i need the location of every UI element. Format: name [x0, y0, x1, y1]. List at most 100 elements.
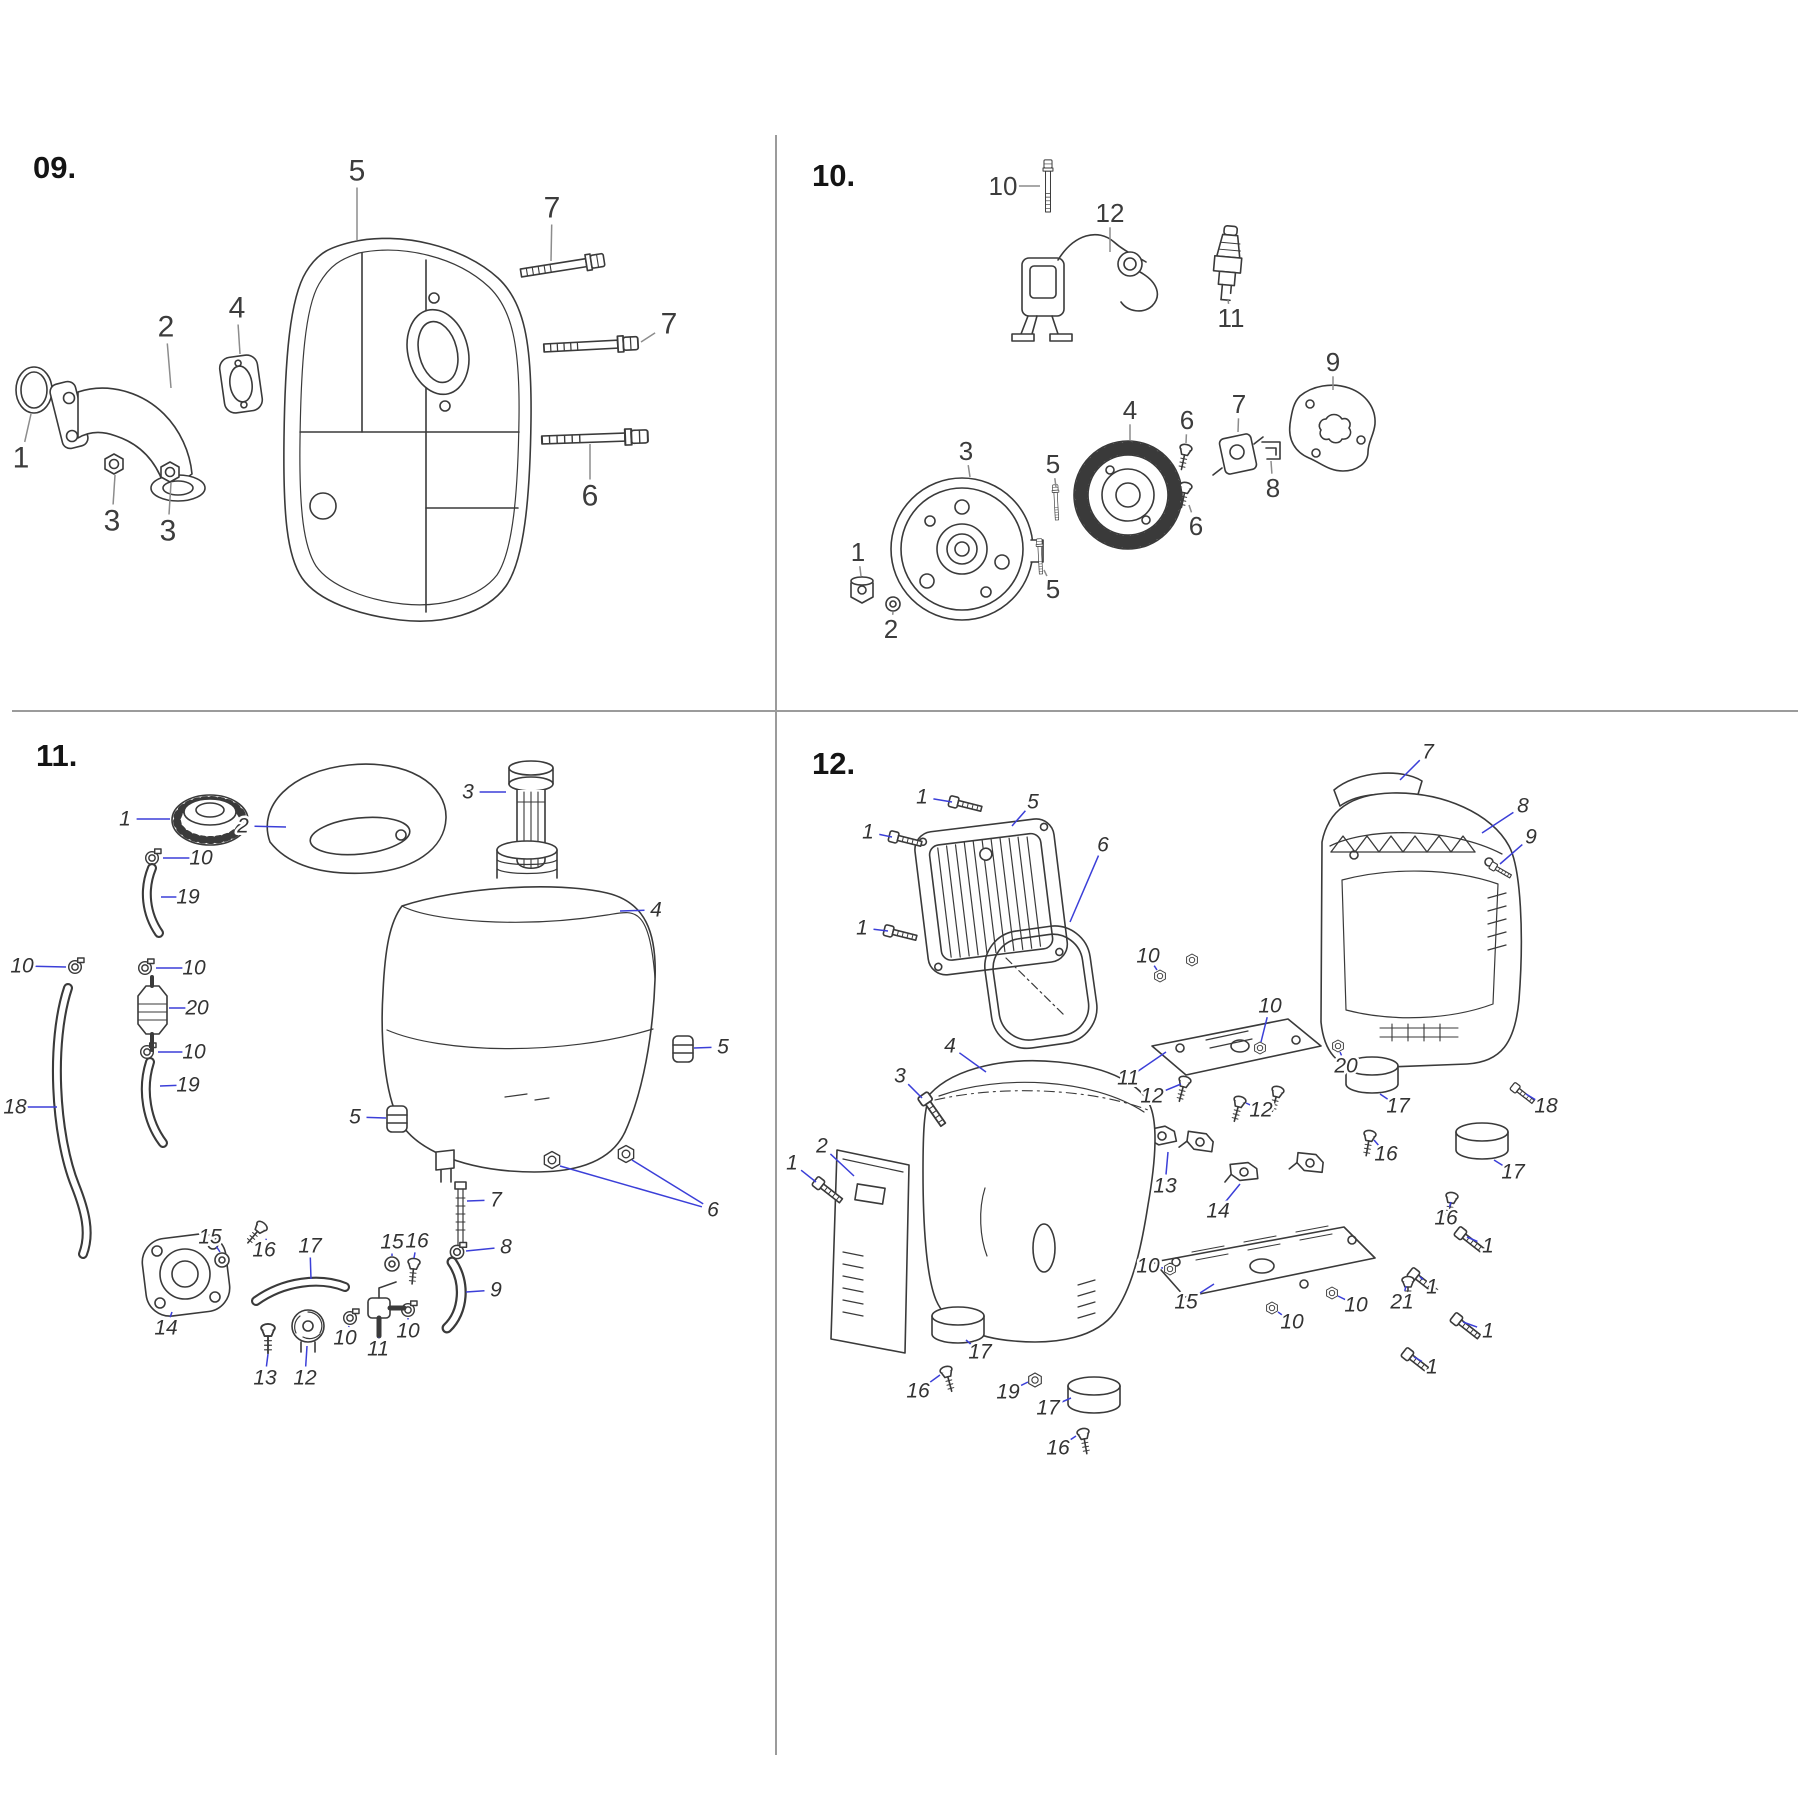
pump-screw — [405, 1257, 422, 1286]
leader-line — [1195, 1283, 1215, 1297]
impeller-screw — [260, 1323, 276, 1355]
muffler-bolt — [542, 334, 640, 357]
leader-line — [265, 1353, 269, 1367]
callout-11-8: 8 — [500, 1236, 512, 1259]
leader-line — [1011, 810, 1026, 827]
rubber-foot — [1067, 1376, 1121, 1414]
tank-cover — [266, 763, 447, 875]
callout-09-1: 1 — [13, 442, 30, 475]
leader-line — [619, 909, 645, 912]
callout-11-10: 10 — [189, 847, 213, 870]
leader-line — [1245, 1102, 1251, 1106]
hose-clip — [144, 848, 162, 866]
section-09-label: 09. — [33, 150, 77, 185]
callout-12-12: 12 — [1140, 1085, 1164, 1108]
callout-10-10: 10 — [989, 171, 1018, 201]
leader-line — [631, 1159, 704, 1205]
callout-12-11: 11 — [1117, 1067, 1139, 1090]
clamp-bracket — [1222, 1160, 1259, 1183]
callout-12-16: 16 — [1374, 1143, 1398, 1166]
callout-12-15: 15 — [1174, 1291, 1198, 1314]
housing-bolt — [882, 923, 919, 944]
leader-line — [309, 1257, 312, 1280]
callout-10-11: 11 — [1218, 303, 1245, 333]
leader-line — [1277, 1311, 1284, 1316]
leader-line — [1165, 1151, 1169, 1175]
coil-screw — [1174, 442, 1194, 472]
leader-line — [1260, 1017, 1268, 1043]
side-panel — [830, 1149, 910, 1354]
leader-line — [693, 1046, 712, 1049]
callout-12-14: 14 — [1206, 1200, 1229, 1223]
leader-line — [1404, 1285, 1407, 1291]
callout-12-1: 1 — [1426, 1276, 1438, 1299]
callout-11-20: 20 — [184, 997, 209, 1020]
section-11-label: 11. — [36, 738, 78, 773]
leader-line — [237, 324, 241, 355]
leader-line — [304, 1345, 308, 1367]
leader-line — [465, 1290, 485, 1293]
tank-grommet — [386, 1105, 408, 1133]
leader-line — [1162, 1083, 1182, 1093]
callout-12-12: 12 — [1249, 1099, 1273, 1122]
section-12-art — [810, 772, 1537, 1456]
callout-12-6: 6 — [1097, 834, 1109, 857]
flywheel-rotor — [890, 477, 1044, 621]
leader-line — [1159, 1266, 1164, 1269]
flywheel-nut — [850, 576, 874, 604]
hose-clip — [449, 1241, 468, 1260]
leader-line — [859, 566, 862, 577]
fuel-hose — [140, 1057, 168, 1148]
callout-10-2: 2 — [884, 614, 898, 644]
tank-outlet-bolt — [454, 1181, 467, 1248]
spark-plug — [1212, 224, 1243, 302]
callout-09-7: 7 — [544, 192, 561, 225]
callout-12-1: 1 — [916, 786, 928, 809]
leader-line — [1499, 844, 1523, 865]
plate-screw — [1227, 1094, 1248, 1124]
callout-10-1: 1 — [851, 537, 865, 567]
flange-nut — [1154, 969, 1166, 983]
leader-line — [166, 343, 172, 389]
housing-bolt — [1448, 1311, 1484, 1342]
leader-line — [879, 833, 893, 838]
callout-11-19: 19 — [176, 886, 200, 909]
section-10-art — [850, 159, 1376, 621]
clamp-bracket — [1178, 1129, 1215, 1153]
callout-11-5: 5 — [349, 1106, 361, 1129]
callout-12-2: 2 — [815, 1135, 828, 1158]
fuel-tank — [381, 840, 656, 1183]
leader-line — [829, 1153, 855, 1177]
leader-line — [958, 1052, 987, 1073]
callout-12-10: 10 — [1136, 1255, 1160, 1278]
callout-11-3: 3 — [462, 781, 474, 804]
callout-12-17: 17 — [1036, 1397, 1061, 1420]
foot-screw — [1075, 1426, 1094, 1456]
callout-10-9: 9 — [1326, 347, 1340, 377]
leader-line — [1525, 1093, 1537, 1101]
flange-nut — [1254, 1041, 1266, 1055]
leader-line — [933, 798, 953, 803]
muffler-body — [283, 237, 532, 622]
leader-line — [907, 1083, 923, 1099]
callout-11-7: 7 — [490, 1189, 503, 1212]
leader-line — [112, 474, 116, 505]
leader-line — [559, 1165, 703, 1208]
leader-line — [168, 482, 172, 515]
callout-10-6: 6 — [1189, 511, 1203, 541]
callout-11-14: 14 — [154, 1317, 177, 1340]
leader-line — [1373, 1139, 1380, 1146]
section-11-art — [51, 760, 694, 1355]
pump-impeller — [291, 1309, 325, 1353]
callout-11-1: 1 — [119, 808, 131, 831]
hose-clip — [137, 958, 155, 976]
flange-nut — [1326, 1286, 1338, 1300]
front-housing — [922, 1059, 1156, 1343]
leader-line — [466, 1199, 485, 1202]
fuel-pump — [141, 1233, 231, 1317]
hose-clip — [342, 1308, 360, 1326]
tank-nut — [617, 1144, 635, 1164]
callout-12-10: 10 — [1258, 995, 1282, 1018]
leader-line — [800, 1169, 817, 1183]
